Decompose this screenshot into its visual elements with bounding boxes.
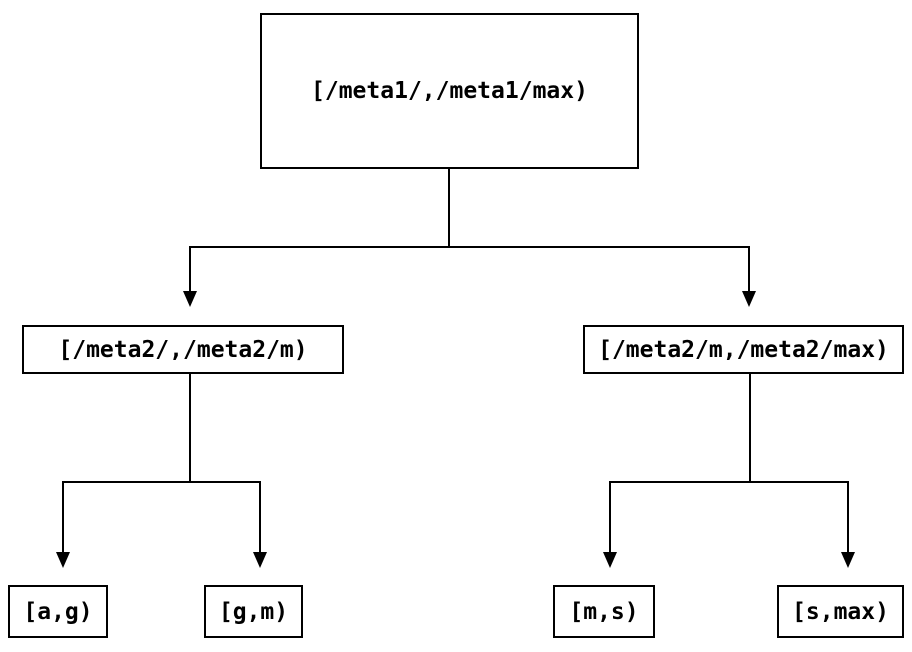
arrowhead-icon <box>56 552 70 568</box>
tree-node-label: [g,m) <box>218 598 289 625</box>
connector-meta2left-to-leaves <box>62 374 261 552</box>
arrowhead-icon <box>183 291 197 307</box>
tree-node-label: [m,s) <box>569 598 639 625</box>
arrowhead-icon <box>603 552 617 568</box>
tree-node-label: [/meta2/m,/meta2/max) <box>598 336 889 363</box>
arrowhead-icon <box>742 291 756 307</box>
tree-node-leaf-s-max: [s,max) <box>777 585 904 638</box>
tree-node-leaf-g-m: [g,m) <box>204 585 303 638</box>
connector-root-to-meta2 <box>189 169 750 291</box>
tree-node-label: [s,max) <box>792 598 889 625</box>
tree-node-leaf-m-s: [m,s) <box>553 585 655 638</box>
tree-node-label: [/meta1/,/meta1/max) <box>311 78 588 104</box>
tree-node-meta1-root: [/meta1/,/meta1/max) <box>260 13 639 169</box>
tree-node-label: [/meta2/,/meta2/m) <box>58 336 308 363</box>
tree-node-meta2-right: [/meta2/m,/meta2/max) <box>583 325 904 374</box>
connector-meta2right-to-leaves <box>609 374 849 552</box>
arrowhead-icon <box>841 552 855 568</box>
arrowhead-icon <box>253 552 267 568</box>
tree-node-leaf-a-g: [a,g) <box>8 585 108 638</box>
tree-node-meta2-left: [/meta2/,/meta2/m) <box>22 325 344 374</box>
tree-node-label: [a,g) <box>23 598 93 625</box>
